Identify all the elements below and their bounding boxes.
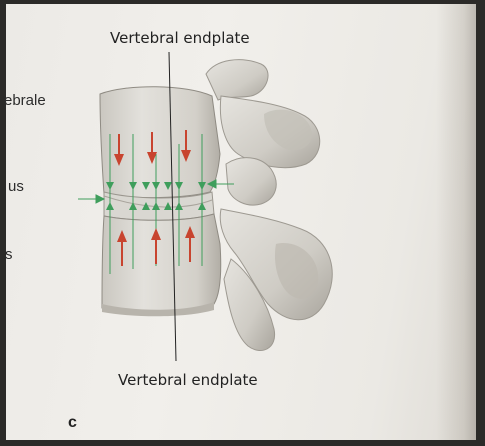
panel-letter: c (68, 414, 77, 432)
book-page: ebrale us s (6, 4, 476, 440)
lower-vertebral-body (102, 214, 221, 311)
label-vertebral-endplate-top: Vertebral endplate (110, 29, 250, 47)
posterior-elements (206, 60, 332, 351)
label-vertebral-endplate-bottom: Vertebral endplate (118, 371, 258, 389)
